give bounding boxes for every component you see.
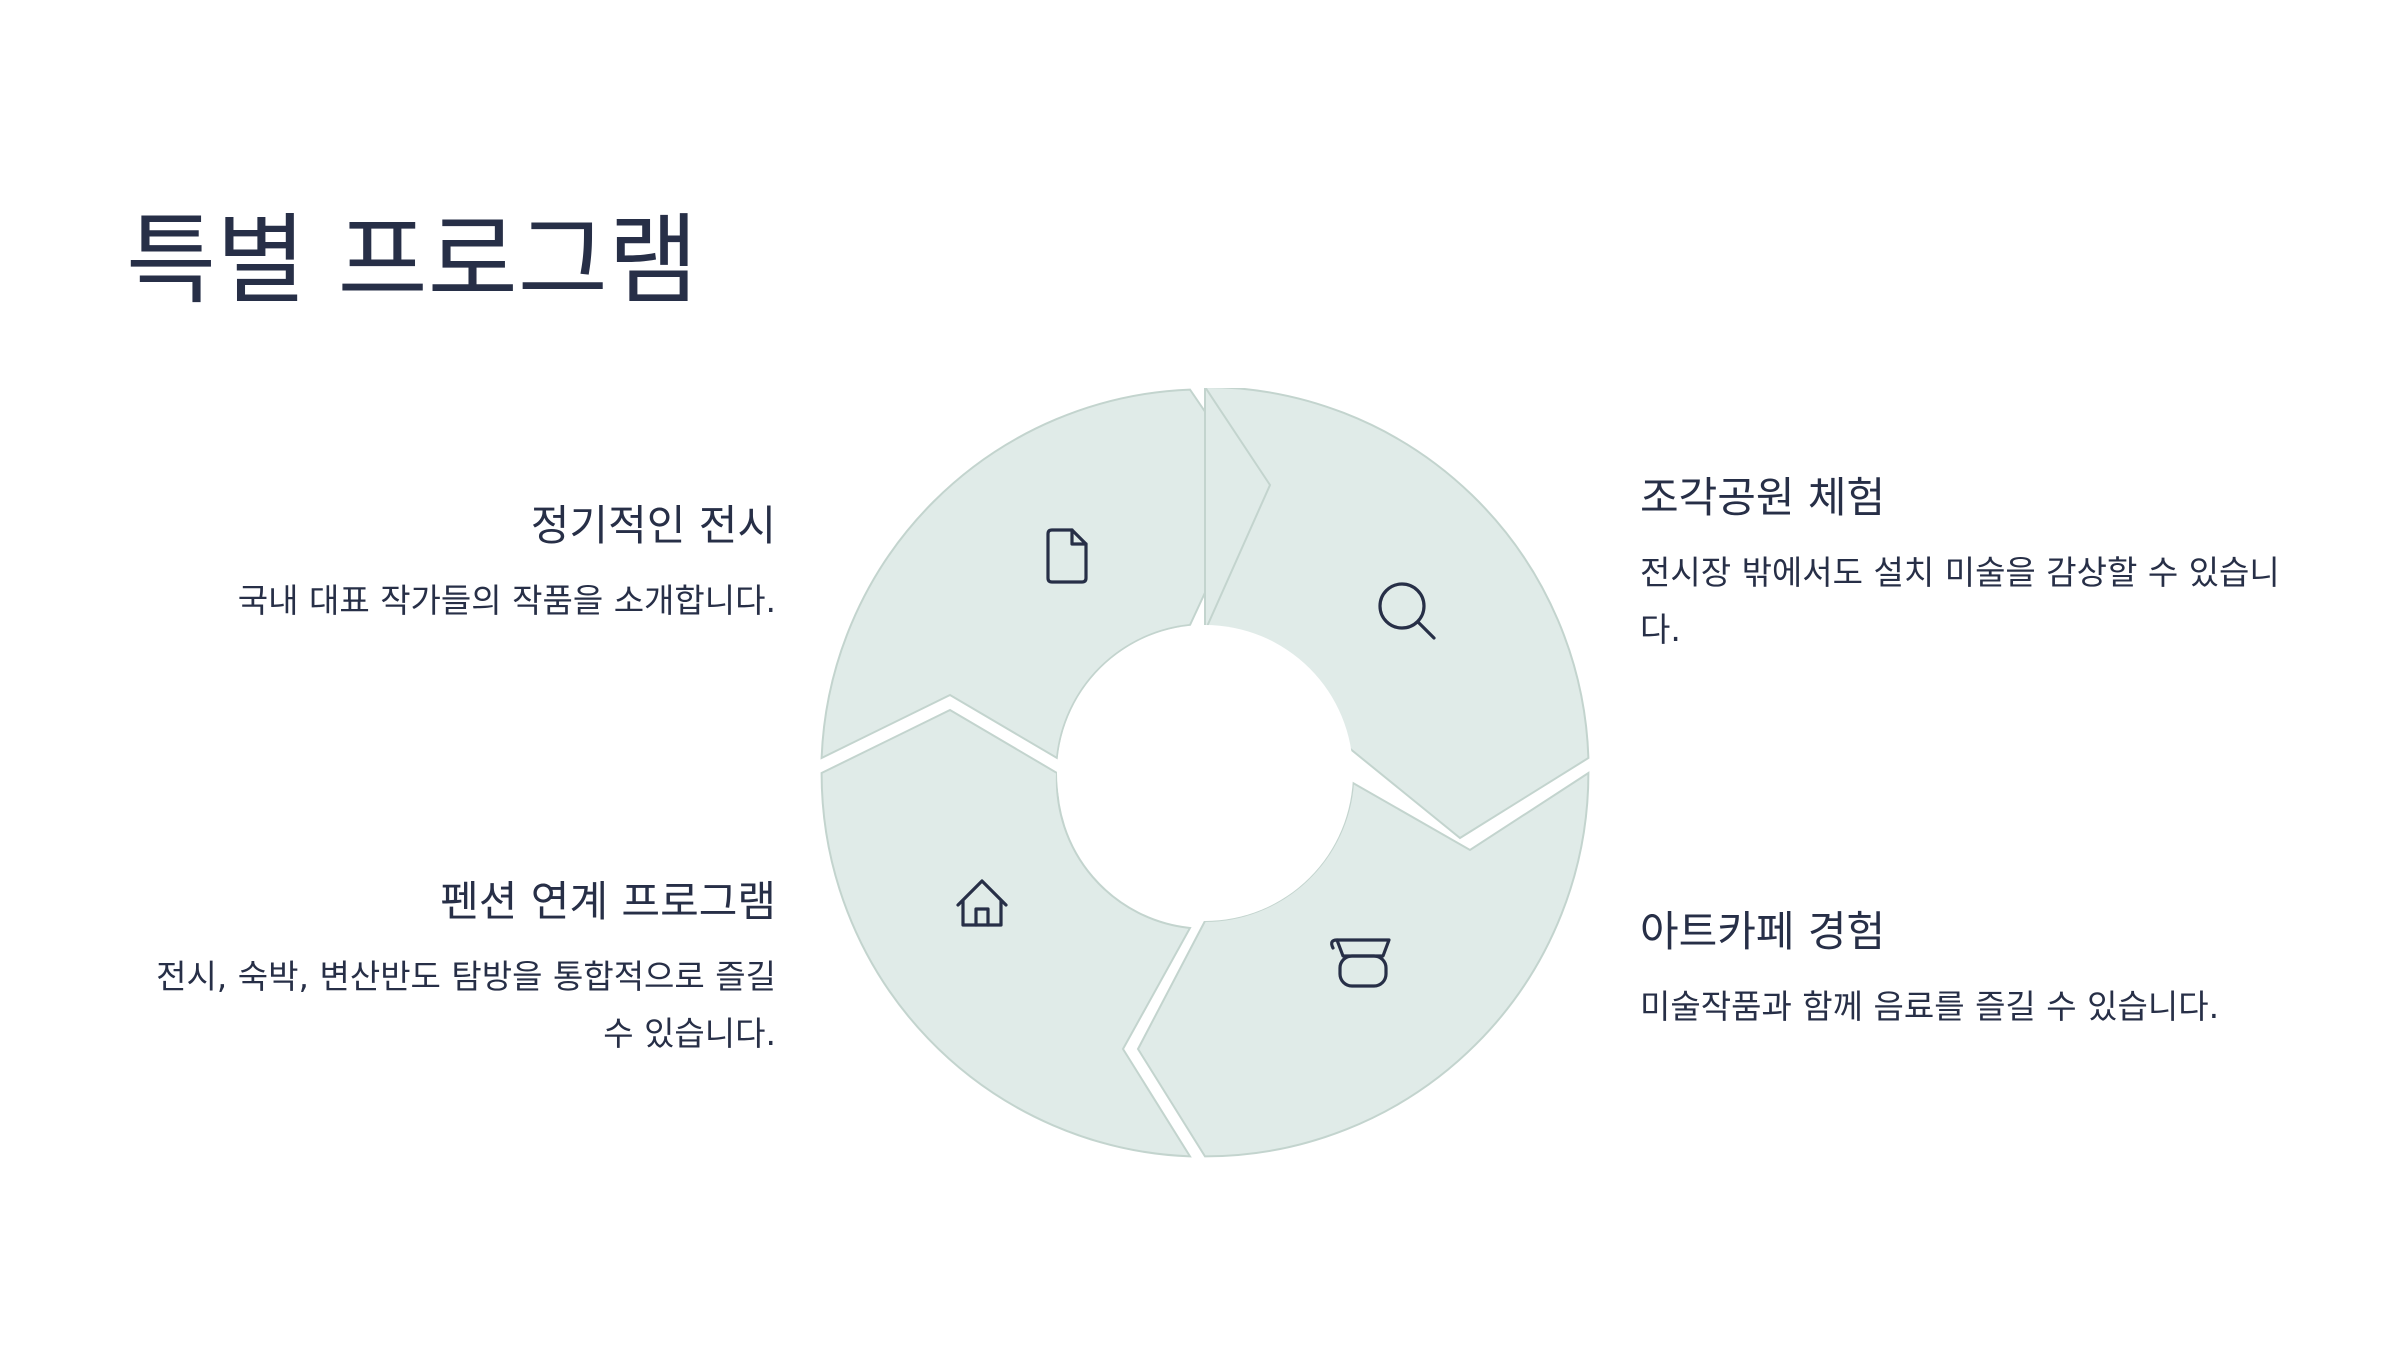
item-description: 전시장 밖에서도 설치 미술을 감상할 수 있습니다. xyxy=(1640,553,2280,649)
center-hole xyxy=(1057,625,1353,921)
item-description: 전시, 숙박, 변산반도 탐방을 통합적으로 즐길 수 있습니다. xyxy=(156,957,776,1053)
document-icon xyxy=(1046,528,1088,584)
item-description: 국내 대표 작가들의 작품을 소개합니다. xyxy=(237,581,776,620)
search-icon xyxy=(1378,582,1436,640)
segment-pension-program xyxy=(820,708,1192,1158)
item-description: 미술작품과 함께 음료를 즐길 수 있습니다. xyxy=(1640,987,2220,1026)
item-title: 펜션 연계 프로그램 xyxy=(440,877,776,926)
segment-regular-exhibition xyxy=(820,388,1257,760)
page-title: 특별 프로그램 xyxy=(126,204,699,318)
item-regular-exhibition: 정기적인 전시 국내 대표 작가들의 작품을 소개합니다. xyxy=(136,498,776,629)
segment-sculpture-park xyxy=(1204,388,1590,840)
cycle-diagram xyxy=(820,388,1590,1158)
item-title: 정기적인 전시 xyxy=(530,501,776,550)
item-title: 조각공원 체험 xyxy=(1640,473,1886,522)
item-pension-program: 펜션 연계 프로그램 전시, 숙박, 변산반도 탐방을 통합적으로 즐길 수 있… xyxy=(136,874,776,1062)
home-icon xyxy=(956,879,1008,927)
item-sculpture-park: 조각공원 체험 전시장 밖에서도 설치 미술을 감상할 수 있습니다. xyxy=(1640,470,2280,658)
item-art-cafe: 아트카페 경험 미술작품과 함께 음료를 즐길 수 있습니다. xyxy=(1640,904,2280,1035)
item-title: 아트카페 경험 xyxy=(1640,907,1886,956)
cup-icon xyxy=(1330,938,1391,988)
